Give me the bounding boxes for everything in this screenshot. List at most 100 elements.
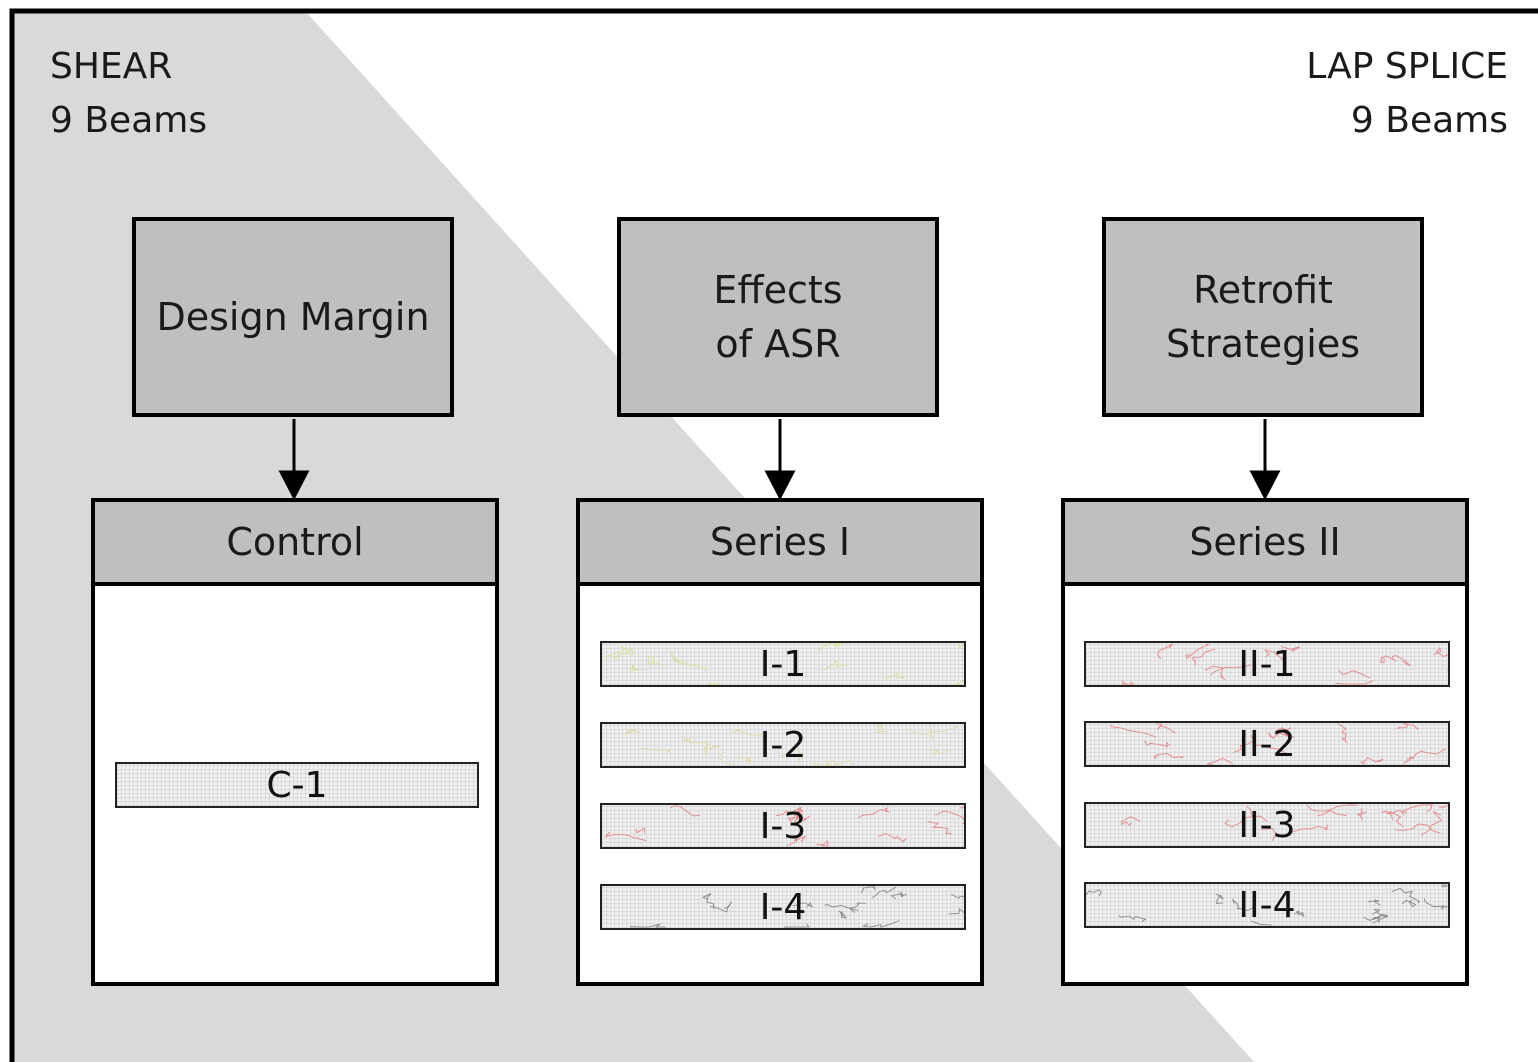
crack-line	[1363, 915, 1382, 921]
crack-pattern	[604, 805, 964, 847]
effects-of-asr-heading-line-2: of ASR	[715, 322, 841, 366]
crack-line	[1233, 738, 1257, 753]
beam-label: II-1	[1238, 643, 1296, 685]
crack-line	[1290, 824, 1329, 834]
crack-line	[925, 747, 952, 756]
effects-of-asr-heading-line-1: Effects	[713, 268, 843, 312]
crack-pattern	[1121, 804, 1448, 841]
crack-line	[787, 816, 800, 823]
crack-line	[957, 645, 964, 649]
crack-line	[707, 682, 721, 685]
crack-line	[628, 663, 642, 672]
crack-line	[1156, 723, 1177, 733]
control-series-title: Control	[95, 502, 495, 586]
crack-line	[730, 729, 763, 738]
crack-line	[1211, 664, 1251, 676]
crack-line	[1401, 899, 1417, 908]
crack-line	[822, 660, 848, 672]
crack-line	[1109, 725, 1157, 738]
series-ii-panel: Series II II-1 II-2 II-3 II-4	[1061, 498, 1469, 986]
beam-i-3: I-3	[600, 803, 966, 849]
crack-line	[812, 759, 832, 766]
crack-pattern	[1109, 723, 1446, 765]
beam-ii-2: II-2	[1084, 721, 1450, 767]
crack-line	[612, 646, 634, 660]
beam-label: C-1	[266, 764, 328, 806]
crack-line	[786, 835, 807, 847]
retrofit-strategies-heading-line-1: Retrofit	[1193, 268, 1333, 312]
crack-line	[962, 820, 964, 825]
crack-line	[1250, 920, 1272, 926]
crack-line	[876, 724, 888, 733]
crack-line	[1192, 648, 1215, 666]
crack-line	[1380, 655, 1397, 664]
lap-splice-title: LAP SPLICE	[1306, 46, 1508, 87]
crack-line	[935, 810, 964, 820]
crack-line	[629, 923, 666, 928]
series-i-title: Series I	[580, 502, 980, 586]
control-series-panel: Control C-1	[91, 498, 499, 986]
beam-c-1: C-1	[115, 762, 479, 808]
crack-line	[1403, 755, 1415, 765]
crack-line	[702, 744, 721, 756]
crack-line	[710, 901, 732, 913]
crack-line	[928, 726, 934, 742]
crack-line	[793, 807, 811, 822]
crack-line	[647, 656, 666, 666]
crack-line	[1317, 809, 1347, 817]
beam-label: II-2	[1238, 723, 1296, 765]
beam-ii-4: II-4	[1084, 882, 1450, 928]
design-margin-box: Design Margin	[132, 217, 454, 417]
beam-label: II-3	[1238, 804, 1296, 846]
shear-beam-count: 9 Beams	[50, 100, 208, 141]
crack-line	[640, 748, 672, 753]
crack-line	[683, 737, 716, 748]
crack-line	[1337, 723, 1348, 744]
crack-line	[948, 908, 964, 915]
crack-line	[860, 886, 877, 894]
crack-line	[1338, 669, 1371, 679]
crack-pattern	[1121, 643, 1448, 685]
crack-pattern	[624, 724, 959, 766]
crack-line	[669, 805, 700, 817]
crack-line	[951, 893, 964, 899]
crack-line	[1433, 647, 1448, 658]
beam-ii-3: II-3	[1084, 802, 1450, 848]
crack-line	[927, 821, 952, 835]
crack-pattern	[1086, 884, 1448, 926]
beam-label: I-2	[759, 724, 807, 766]
crack-line	[857, 807, 890, 819]
crack-line	[1371, 914, 1389, 924]
crack-line	[848, 902, 866, 913]
crack-line	[635, 827, 646, 834]
crack-line	[1368, 899, 1381, 906]
crack-line	[1268, 727, 1292, 740]
crack-line	[737, 757, 752, 764]
beam-label: I-3	[759, 805, 807, 847]
crack-line	[1380, 810, 1404, 828]
crack-line	[1118, 915, 1147, 923]
crack-line	[718, 751, 735, 766]
crack-line	[783, 924, 810, 928]
crack-line	[674, 660, 708, 671]
crack-line	[884, 672, 905, 680]
outer-frame	[9, 8, 1538, 1062]
beam-label: I-1	[759, 643, 807, 685]
design-margin-heading: Design Margin	[156, 295, 430, 339]
retrofit-strategies-box: Retrofit Strategies	[1102, 217, 1424, 417]
lap-splice-region-label: LAP SPLICE 9 Beams	[1306, 40, 1508, 148]
crack-line	[1260, 827, 1281, 841]
crack-line	[604, 645, 632, 662]
crack-line	[670, 652, 685, 666]
crack-line	[1157, 643, 1174, 660]
crack-line	[834, 643, 846, 648]
crack-line	[816, 840, 829, 847]
crack-line	[1420, 811, 1443, 836]
beam-label: I-4	[759, 886, 807, 928]
shear-title: SHEAR	[50, 46, 173, 87]
crack-line	[1400, 804, 1433, 814]
crack-line	[775, 806, 804, 817]
crack-line	[701, 893, 715, 910]
crack-line	[1412, 748, 1446, 759]
crack-line	[1231, 898, 1256, 912]
